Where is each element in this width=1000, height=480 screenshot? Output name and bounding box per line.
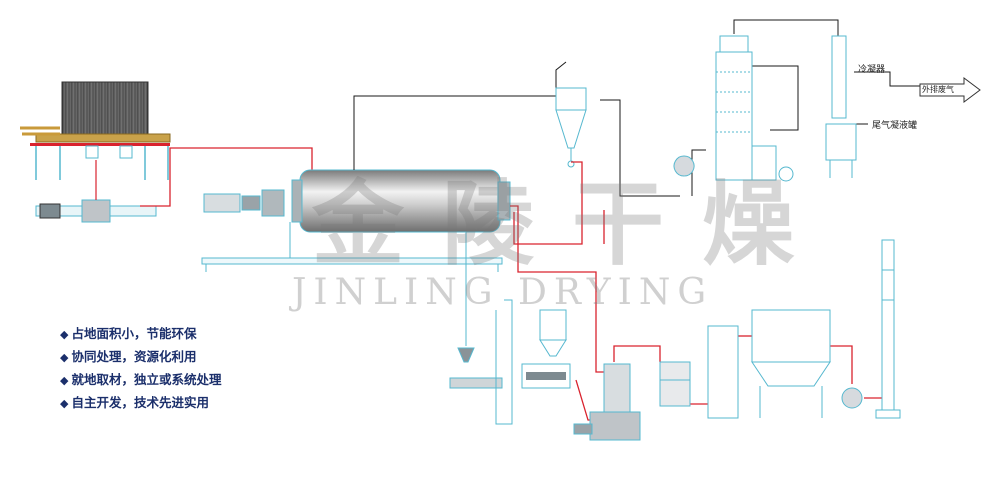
vapor-pipe-4 <box>733 19 839 36</box>
screw-feeder <box>35 160 157 223</box>
feature-label: 就地取材，独立或系统处理 <box>71 372 222 387</box>
scrubber-tower <box>673 35 794 182</box>
feature-item: ◆占地面积小，节能环保 <box>60 322 221 345</box>
hot-pipe-2 <box>513 161 583 245</box>
condensate-tank-label: 尾气凝液罐 <box>872 121 918 131</box>
diamond-icon: ◆ <box>60 351 69 364</box>
silo-mixer <box>521 309 571 389</box>
vapor-pipe-5 <box>748 65 799 131</box>
vapor-pipe-3 <box>691 149 706 196</box>
diamond-icon: ◆ <box>60 397 69 410</box>
separator <box>659 361 691 407</box>
feature-item: ◆协同处理，资源化利用 <box>60 345 221 368</box>
incinerator <box>573 363 641 441</box>
bag-filter <box>751 309 831 418</box>
feed-pipe <box>140 147 313 207</box>
hot-pipe-4 <box>613 345 661 362</box>
vapor-pipe-2 <box>600 99 680 197</box>
feature-item: ◆自主开发，技术先进实用 <box>60 391 221 414</box>
exhaust-arrow <box>919 77 981 103</box>
column <box>707 325 739 419</box>
hot-pipe-1 <box>510 205 604 373</box>
condenser-label: 冷凝器 <box>858 65 886 75</box>
discharge-line <box>449 258 513 425</box>
watermark-en: JINLING DRYING <box>292 272 714 313</box>
watermark-cn: 金陵干燥 <box>312 170 833 278</box>
hot-pipe-7 <box>830 345 853 384</box>
diamond-icon: ◆ <box>60 328 69 341</box>
vapor-pipe-6 <box>854 71 920 87</box>
diamond-icon: ◆ <box>60 374 69 387</box>
feature-label: 协同处理，资源化利用 <box>71 349 197 364</box>
feature-label: 自主开发，技术先进实用 <box>71 395 209 410</box>
feed-shed <box>20 81 171 180</box>
fan-chimney <box>841 239 901 419</box>
feature-label: 占地面积小，节能环保 <box>71 326 197 341</box>
rotary-dryer <box>201 169 511 272</box>
condenser <box>825 35 857 178</box>
exhaust-label: 外排废气 <box>922 85 954 94</box>
cyclone <box>555 87 587 168</box>
feature-list: ◆占地面积小，节能环保 ◆协同处理，资源化利用 ◆就地取材，独立或系统处理 ◆自… <box>60 322 221 414</box>
feature-item: ◆就地取材，独立或系统处理 <box>60 368 221 391</box>
